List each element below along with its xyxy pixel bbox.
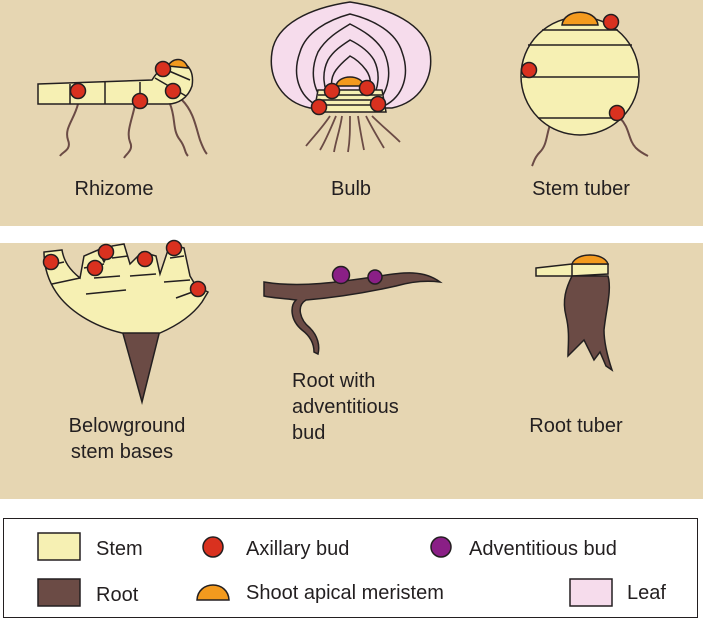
rhizome-axillary-bud <box>69 82 87 100</box>
legend: Stem Root Axillary bud Shoot apical meri… <box>37 532 666 607</box>
stem-bases-axillary-bud <box>165 239 183 257</box>
stem-tuber-apical-meristem <box>561 11 599 26</box>
rhizome-axillary-bud <box>154 60 172 78</box>
stem-tuber-diagram: Stem tuber <box>520 11 649 200</box>
adventitious-label-line3: bud <box>292 422 325 444</box>
legend-root-label: Root <box>96 584 139 606</box>
bulb-diagram: Bulb <box>270 1 432 200</box>
root-tuber-body <box>563 275 614 372</box>
legend-axillary-bud-label: Axillary bud <box>246 538 349 560</box>
legend-adventitious-bud-swatch <box>430 536 452 558</box>
stem-bases-label-line2: stem bases <box>71 441 173 463</box>
stem-tuber-label: Stem tuber <box>532 178 630 200</box>
stem-bases-axillary-bud <box>97 243 115 261</box>
stem-bases-axillary-bud <box>136 250 154 268</box>
root-adventitious-bud-diagram: Root with adventitious bud <box>263 265 443 444</box>
adventitious-root <box>263 272 443 356</box>
legend-stem-swatch <box>37 532 81 561</box>
stem-bases-body <box>43 243 210 334</box>
adventitious-label-line2: adventitious <box>292 396 399 418</box>
rhizome-diagram: Rhizome <box>37 58 208 200</box>
belowground-stem-bases-diagram: Belowground stem bases <box>42 239 210 463</box>
bulb-axillary-bud <box>369 95 387 113</box>
root-tuber-apical-meristem <box>570 254 610 265</box>
stem-tuber-nodes <box>522 29 638 119</box>
bulb-scale-lines <box>312 23 390 105</box>
adventitious-label-line1: Root with <box>292 370 375 392</box>
rhizome-label: Rhizome <box>75 178 154 200</box>
legend-leaf-label: Leaf <box>627 582 666 604</box>
stem-bases-label-line1: Belowground <box>69 415 186 437</box>
legend-root-swatch <box>37 578 81 607</box>
legend-stem-label: Stem <box>96 538 143 560</box>
stem-bases-axillary-bud <box>42 253 60 271</box>
legend-shoot-apical-meristem-swatch <box>196 584 230 601</box>
rhizome-apical-meristem <box>166 58 190 69</box>
stem-tuber-roots <box>531 117 649 167</box>
legend-leaf-swatch <box>569 578 613 607</box>
stem-bases-taproot <box>121 329 161 405</box>
legend-axillary-bud-swatch <box>202 536 224 558</box>
root-tuber-diagram: Root tuber <box>529 254 623 437</box>
bulb-axillary-bud <box>323 82 341 100</box>
bulb-axillary-bud <box>358 79 376 97</box>
adventitious-bud <box>331 265 351 285</box>
bulb-roots <box>305 115 401 153</box>
stem-tuber-axillary-bud <box>602 13 620 31</box>
stem-bases-axillary-bud <box>86 259 104 277</box>
rhizome-axillary-bud <box>164 82 182 100</box>
adventitious-bud <box>367 269 383 285</box>
bulb-label: Bulb <box>331 178 371 200</box>
rhizome-roots <box>59 99 208 159</box>
rhizome-axillary-bud <box>131 92 149 110</box>
stem-tuber-axillary-bud <box>520 61 538 79</box>
stem-bases-axillary-bud <box>189 280 207 298</box>
stem-tuber-axillary-bud <box>608 104 626 122</box>
root-tuber-label: Root tuber <box>529 415 623 437</box>
bulb-axillary-bud <box>310 98 328 116</box>
legend-adventitious-bud-label: Adventitious bud <box>469 538 617 560</box>
legend-shoot-apical-meristem-label: Shoot apical meristem <box>246 582 444 604</box>
